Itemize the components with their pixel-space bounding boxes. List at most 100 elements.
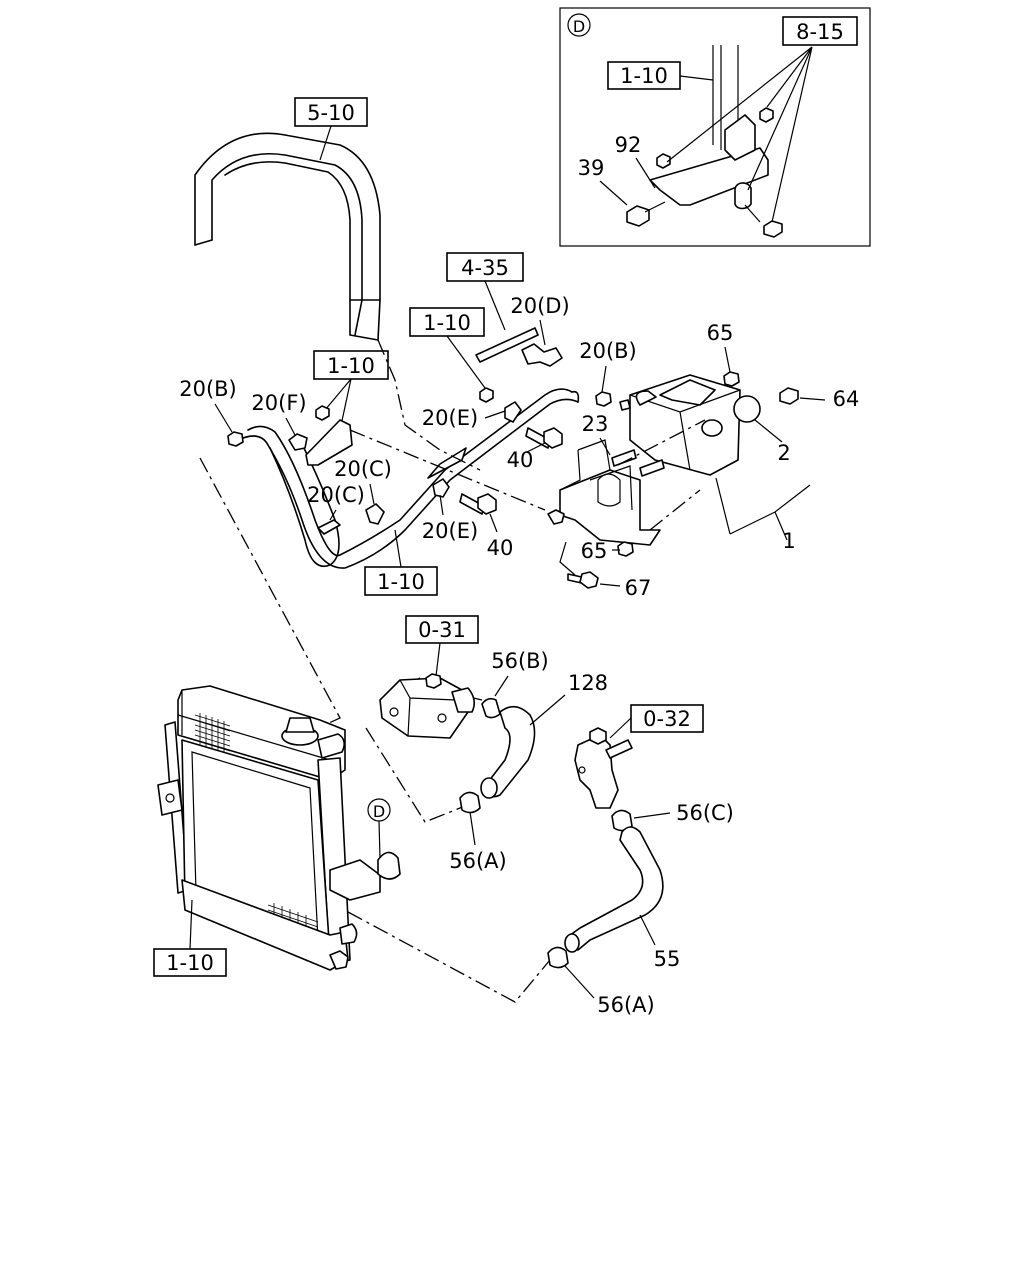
hose-55-end	[564, 933, 580, 953]
ref-1-10-c-box	[364, 566, 438, 596]
nut-1-10-a	[479, 387, 494, 403]
callout-20b-top-leader	[601, 365, 607, 393]
callout-39: 39	[578, 156, 605, 180]
route-frame-to-bracket	[377, 339, 481, 471]
clip-20e-bottom-group: 20(E) 40	[422, 478, 514, 560]
radiator-mount-d-clamp	[377, 851, 401, 880]
inset-bolt-39-shank	[644, 201, 666, 213]
ref-5-10-box	[294, 97, 368, 127]
clamp-56a-top	[459, 791, 481, 814]
inset-nut-top	[759, 107, 774, 123]
clip-20d-group: 20(D)	[510, 294, 570, 367]
callout-40-bottom: 40	[487, 536, 514, 560]
callout-55: 55	[654, 947, 681, 971]
ref-0-31-box	[405, 615, 479, 644]
ref-0-32: 0-32	[643, 707, 691, 731]
clamp-20b-left	[227, 431, 244, 447]
water-outlet	[574, 734, 619, 809]
frame-outer	[194, 132, 381, 341]
clip-20c-a	[365, 503, 385, 525]
callout-128: 128	[568, 671, 608, 695]
reservoir-cap-2	[733, 395, 761, 423]
ref-5-10: 5-10	[307, 101, 355, 125]
callout-56c-leader	[633, 812, 671, 819]
callout-20e-top-leader	[484, 409, 509, 419]
inset-bolt-39	[626, 205, 650, 227]
clamp-56c	[611, 809, 633, 832]
clip-20d	[521, 343, 563, 367]
radiator-core-hatch-top	[194, 713, 231, 753]
hose-main-a	[247, 388, 573, 557]
clip-20e-top-group: 20(E) 40	[422, 401, 563, 472]
nut-65-top	[723, 371, 740, 387]
ref-1-10-a-group: 1-10	[409, 307, 494, 403]
callout-23: 23	[582, 412, 609, 436]
inset-ref-8-15: 8-15	[796, 20, 844, 44]
clip-20e-top	[504, 401, 522, 423]
callout-55-leader	[639, 914, 656, 946]
route-radiator-to-56a	[365, 727, 466, 823]
bracket-1-10-b	[305, 419, 353, 466]
callout-56a-bottom: 56(A)	[597, 993, 654, 1017]
water-outlet-group: 0-32 56(C) 55 56(A)	[547, 704, 734, 1017]
bolt-40-bottom	[477, 493, 497, 515]
inset-bolt-bottom-shank	[744, 204, 761, 223]
ref-1-10-c-group: 1-10	[364, 529, 438, 596]
inset-marker: D	[573, 17, 585, 36]
hose-128-group: 56(B) 128 56(A)	[449, 649, 608, 873]
callout-2-leader	[754, 419, 783, 443]
radiator-marker: D	[373, 802, 385, 821]
callout-65-top: 65	[707, 321, 734, 345]
hose-end-cap	[571, 390, 580, 403]
callout-65-top-leader	[724, 346, 731, 373]
route-radiator-to-56a-bottom	[347, 911, 551, 1003]
hose-55	[565, 826, 664, 951]
bolt-64	[779, 387, 799, 405]
ref-1-10-d: 1-10	[166, 951, 214, 975]
radiator-top-tank	[177, 685, 346, 781]
inset-ref-1-10: 1-10	[620, 64, 668, 88]
hose-128-end	[480, 777, 498, 799]
callout-92-leader	[635, 157, 656, 189]
callout-39-leader	[599, 180, 628, 206]
route-bracket-line	[349, 429, 546, 511]
clips-20c-group: 20(C) 20(C)	[307, 457, 392, 535]
rod-section: 4-35	[446, 252, 539, 363]
thermostat-bolt-hole-a	[389, 707, 399, 717]
radiator-mount-d	[329, 859, 381, 901]
radiator-cap-neck	[285, 717, 315, 733]
ref-0-31-leader	[435, 642, 441, 677]
callout-20c-a-leader	[369, 483, 375, 505]
ref-1-10-b: 1-10	[327, 354, 375, 378]
callout-20b-top: 20(B)	[579, 339, 637, 363]
radiator-side-bracket-hole	[165, 793, 175, 803]
hose-main-b	[237, 398, 579, 569]
frame-ends	[194, 239, 381, 341]
ref-0-31: 0-31	[418, 618, 466, 642]
callout-40-top-leader	[526, 442, 546, 453]
clip-20e-bottom	[432, 478, 450, 498]
callout-56c: 56(C)	[676, 801, 734, 825]
hose-128	[481, 705, 536, 798]
reservoir-neck	[701, 419, 723, 437]
callout-20e-bottom-leader	[439, 494, 444, 516]
callout-20b-left-leader	[214, 403, 233, 433]
radiator-inlet-pipe	[317, 733, 346, 759]
reservoir-nipple	[619, 399, 631, 411]
inset-marker-circle	[567, 13, 591, 37]
bolt-40-top	[543, 427, 563, 449]
callout-64-leader	[799, 397, 826, 401]
ref-0-32-leader	[609, 717, 632, 739]
ref-4-35: 4-35	[461, 256, 509, 280]
thermostat-bolt-hole-b	[437, 713, 447, 723]
thermostat-outlet	[451, 687, 476, 713]
radiator-side-bracket	[157, 779, 183, 816]
callout-1: 1	[782, 529, 795, 553]
reservoir-inlet	[635, 390, 657, 406]
ref-1-10-c: 1-10	[377, 570, 425, 594]
mount-bracket	[559, 469, 661, 546]
callout-20e-bottom: 20(E)	[422, 519, 478, 543]
mount-bracket-group: 23 65 67	[547, 412, 665, 600]
water-outlet-plug	[589, 727, 607, 745]
inset-bracket-upper	[724, 114, 756, 161]
